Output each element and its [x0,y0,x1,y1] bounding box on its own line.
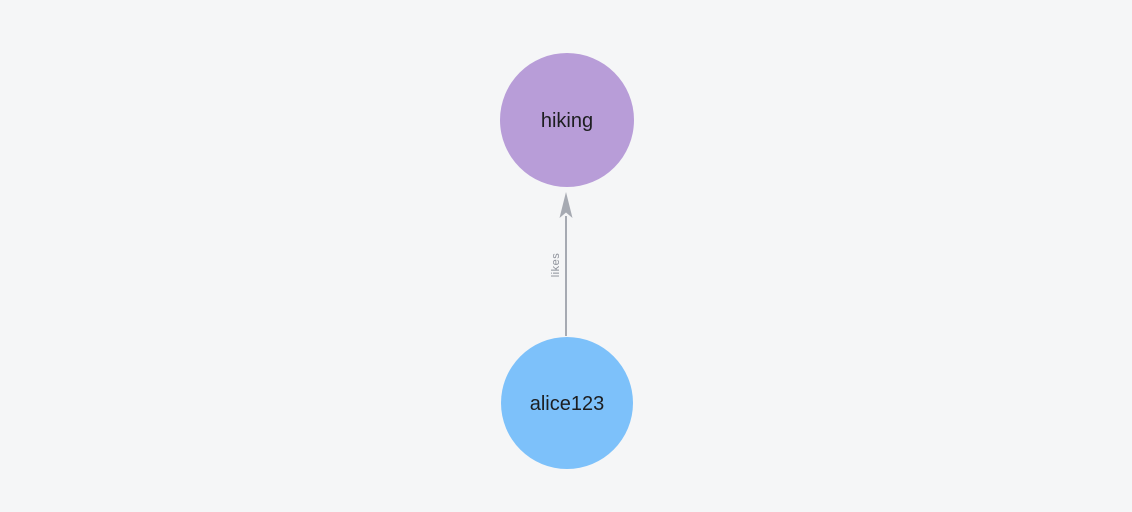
node-alice123-label: alice123 [530,393,605,415]
edge-label: likes [550,253,562,278]
node-hiking-label: hiking [541,110,593,132]
node-hiking[interactable]: hiking [500,53,634,187]
node-hiking-circle[interactable] [500,53,634,187]
node-alice123[interactable]: alice123 [501,337,633,469]
node-alice123-circle[interactable] [501,337,633,469]
edge-arrowhead-icon [559,192,573,218]
edge-likes[interactable]: likes [550,192,573,336]
